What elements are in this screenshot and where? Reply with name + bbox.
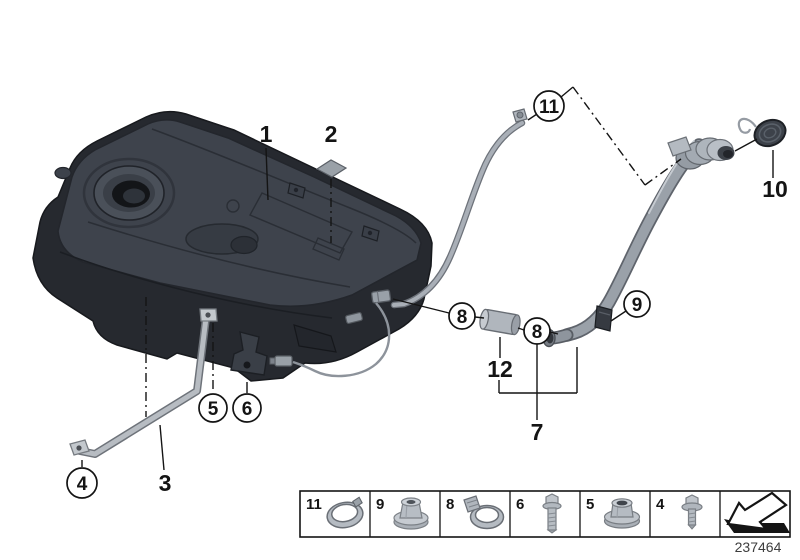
legend-cell-5[interactable]: 5 xyxy=(586,496,641,529)
tank-top-crease-b xyxy=(151,128,417,244)
legend-cell-4[interactable]: 4 xyxy=(656,494,703,530)
callout-item-7[interactable]: 7 xyxy=(531,419,544,445)
callout-item-4[interactable]: 4 xyxy=(66,467,98,499)
cable-connector xyxy=(274,355,293,367)
tank-top-face xyxy=(57,119,422,307)
hex-flange-bolt-icon xyxy=(542,493,562,534)
filler-hose-piece xyxy=(479,308,521,336)
callout-item-5[interactable]: 5 xyxy=(198,393,228,423)
filler-pipe xyxy=(542,136,735,348)
callout-label-7[interactable]: 7 xyxy=(531,419,544,445)
continue-arrow-icon xyxy=(724,491,790,533)
legend-label-5: 5 xyxy=(586,496,594,513)
flange-nut-icon xyxy=(603,498,641,529)
tank-small-panel xyxy=(312,237,345,261)
callout-item-2[interactable]: 2 xyxy=(325,121,338,147)
fuel-tank-illustration xyxy=(32,110,433,382)
tank-mounting-tab xyxy=(287,182,306,199)
band-clamp-icon xyxy=(326,496,364,529)
callout-item-8a[interactable]: 8 xyxy=(448,302,476,330)
callout-item-8b[interactable]: 8 xyxy=(523,317,551,345)
callout-item-11[interactable]: 11 xyxy=(533,90,565,122)
vent-pipe-end-fitting xyxy=(512,108,528,123)
legend-cell-arrow[interactable] xyxy=(724,491,790,533)
sensor-fitting xyxy=(345,312,363,324)
anti-noise-pad xyxy=(315,159,348,178)
callout-label-4[interactable]: 4 xyxy=(77,474,88,495)
part-number: 237464 xyxy=(735,539,782,555)
callout-label-10[interactable]: 10 xyxy=(762,176,788,202)
callout-item-1[interactable]: 1 xyxy=(260,121,273,147)
strap-bottom-plate xyxy=(69,439,90,456)
fuel-filler-cap xyxy=(737,117,787,148)
legend-strip: 11 9 8 xyxy=(299,490,791,538)
bracket-hole xyxy=(243,361,251,369)
legend-cell-6[interactable]: 6 xyxy=(516,493,562,534)
hex-screw-icon xyxy=(681,494,703,530)
leader-lines xyxy=(81,86,774,471)
callout-label-8b[interactable]: 8 xyxy=(532,322,543,343)
callout-label-6[interactable]: 6 xyxy=(242,399,253,420)
callout-item-9[interactable]: 9 xyxy=(623,290,651,318)
legend-cell-8[interactable]: 8 xyxy=(446,495,505,530)
callout-item-12[interactable]: 12 xyxy=(487,356,513,382)
legend-label-6: 6 xyxy=(516,496,524,513)
callout-item-3[interactable]: 3 xyxy=(159,470,172,496)
callout-label-12[interactable]: 12 xyxy=(487,356,513,382)
pipe-clamp xyxy=(594,305,613,332)
callout-label-11[interactable]: 11 xyxy=(539,97,560,118)
callout-label-1[interactable]: 1 xyxy=(260,121,273,147)
sender-opening-highlight xyxy=(123,188,145,204)
callout-label-2[interactable]: 2 xyxy=(325,121,338,147)
legend-label-11: 11 xyxy=(306,496,322,513)
filler-hose-fitting xyxy=(371,289,392,304)
callout-label-3[interactable]: 3 xyxy=(159,470,172,496)
legend-cell-9[interactable]: 9 xyxy=(376,496,429,530)
cap-tether xyxy=(737,117,757,134)
callout-label-8a[interactable]: 8 xyxy=(457,307,468,328)
callout-item-10[interactable]: 10 xyxy=(762,176,788,202)
tank-top-crease-a xyxy=(87,221,351,288)
callout-item-6[interactable]: 6 xyxy=(232,393,262,423)
strap-top-plate xyxy=(199,308,218,322)
pump-cover-cap xyxy=(230,235,258,255)
sender-flange-outer-ring xyxy=(82,157,176,229)
cap-nut-icon xyxy=(393,497,429,530)
callout-label-5[interactable]: 5 xyxy=(208,399,219,420)
neck-vent-block xyxy=(667,136,692,157)
tank-top-circle-detail xyxy=(226,199,240,213)
worm-drive-clamp-icon xyxy=(463,495,505,530)
legend-label-9: 9 xyxy=(376,496,384,513)
tank-panel-crease xyxy=(249,192,353,254)
tank-left-tab xyxy=(54,166,72,180)
legend-label-8: 8 xyxy=(446,496,454,513)
legend-cell-11[interactable]: 11 xyxy=(306,496,366,530)
tank-bottom-bump xyxy=(293,324,337,353)
legend-label-4: 4 xyxy=(656,496,665,513)
tank-mounting-tab xyxy=(361,225,380,242)
sensor-cable xyxy=(269,302,391,378)
tension-strap xyxy=(69,308,218,458)
vent-pipe xyxy=(390,108,528,309)
tank-front-crease xyxy=(59,251,333,319)
callout-label-9[interactable]: 9 xyxy=(632,295,643,316)
filler-neck xyxy=(667,136,735,170)
holder-bracket xyxy=(230,331,268,376)
